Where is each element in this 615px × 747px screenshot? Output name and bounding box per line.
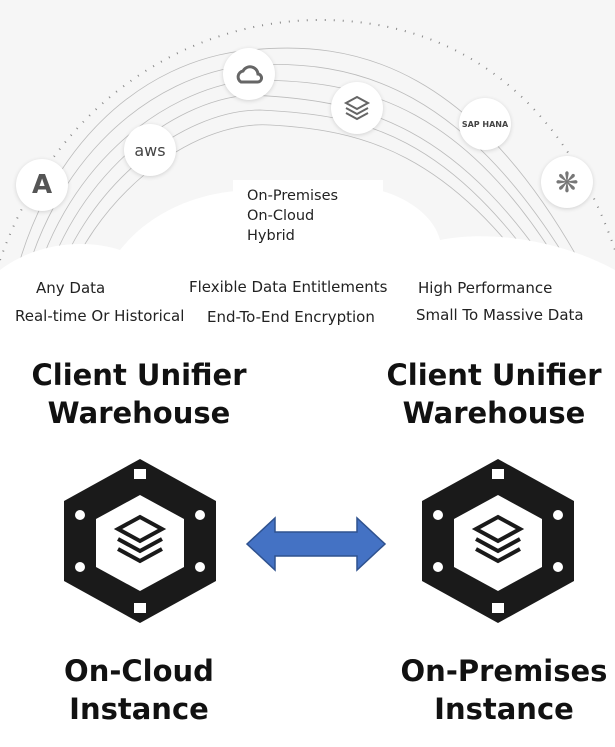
databricks-icon (331, 82, 383, 134)
feature-label: High Performance (418, 279, 553, 297)
deployment-options: On-Premises On-Cloud Hybrid (233, 180, 383, 252)
deployment-option: On-Premises (247, 188, 339, 204)
right-warehouse-hexagon-icon (422, 459, 574, 623)
feature-label: Any Data (36, 279, 106, 297)
google-cloud-icon (223, 48, 275, 100)
snowflake-icon: ❋ (541, 156, 593, 208)
sync-double-arrow-icon (245, 516, 387, 572)
aws-icon: aws (124, 124, 176, 176)
left-warehouse-hexagon-icon (64, 459, 216, 623)
feature-label: Real-time Or Historical (15, 307, 185, 325)
feature-label: Flexible Data Entitlements (189, 278, 388, 296)
feature-label: End-To-End Encryption (207, 308, 375, 326)
deployment-option: Hybrid (247, 228, 295, 244)
sap-hana-icon: SAP HANA (459, 98, 511, 150)
azure-icon: A (16, 159, 68, 211)
deployment-option: On-Cloud (247, 208, 315, 224)
feature-label: Small To Massive Data (416, 306, 584, 324)
